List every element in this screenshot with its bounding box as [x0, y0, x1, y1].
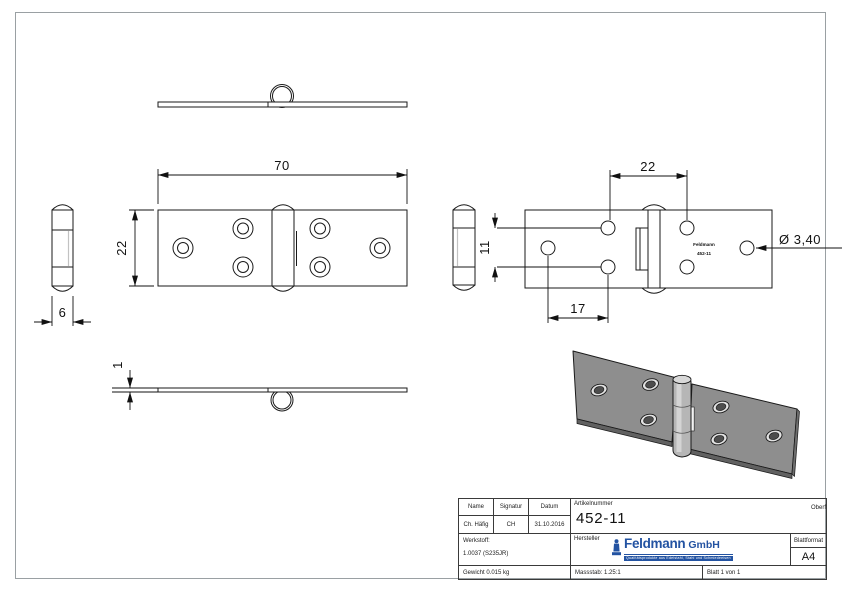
- article-cell: Artikelnummer 452-11 Oberfläche: Galvani…: [571, 499, 826, 534]
- stamp-brand: Feldmann: [693, 242, 715, 247]
- back-view: [524, 204, 773, 294]
- dim-label-17: 17: [570, 301, 585, 316]
- dim-hole-span-11: 11: [477, 213, 601, 282]
- article-number: 452-11: [576, 510, 627, 527]
- sheet-format-value: A4: [791, 548, 826, 566]
- name-value: Ch. Häfig: [459, 516, 494, 534]
- date-value: 31.10.2016: [529, 516, 571, 534]
- title-block: Name Signatur Datum Artikelnummer 452-11…: [458, 498, 827, 580]
- date-label: Datum: [529, 499, 571, 516]
- stamp-article: 452-11: [697, 251, 711, 256]
- dim-label-11: 11: [477, 240, 492, 255]
- surface-finish: Oberfläche: Galvanisch verzinkt: [811, 505, 826, 511]
- logo-suffix-text: GmbH: [688, 539, 720, 551]
- scale-value: Massstab: 1.25:1: [571, 566, 703, 579]
- sheet-border: [15, 12, 826, 579]
- back-view-holes: Feldmann 452-11: [540, 220, 755, 275]
- side-view-front: [51, 204, 74, 292]
- dim-label-1: 1: [110, 361, 125, 369]
- dim-thickness-1: 1: [110, 361, 158, 410]
- dim-side-width-6: 6: [34, 296, 91, 326]
- signature-label: Signatur: [494, 499, 529, 516]
- material-cell: Werkstoff: 1.0037 (S235JR): [459, 534, 571, 566]
- dim-width-70: 70: [157, 158, 408, 204]
- side-view-back: [452, 204, 476, 291]
- front-view: [157, 204, 408, 292]
- dim-label-22-top: 22: [640, 159, 655, 174]
- manufacturer-label: Hersteller: [574, 536, 600, 542]
- isometric-view: [572, 350, 800, 479]
- feldmann-logo-emblem-icon: [612, 539, 621, 556]
- weight-value: Gewicht 0.015 kg: [459, 566, 571, 579]
- top-view: [157, 84, 408, 108]
- dim-label-diameter: Ø 3,40: [779, 232, 821, 247]
- dim-height-22: 22: [114, 209, 154, 287]
- dim-hole-span-17: 17: [547, 256, 609, 323]
- logo-tagline: Qualitätsprodukte aus Edelstahl, Stahl u…: [624, 556, 733, 561]
- signature-value: CH: [494, 516, 529, 534]
- dim-hole-diameter: Ø 3,40: [755, 232, 842, 251]
- dim-label-70: 70: [274, 158, 289, 173]
- dim-label-22: 22: [114, 240, 129, 255]
- bottom-view: [157, 387, 408, 412]
- logo-brand-text: Feldmann: [624, 536, 686, 551]
- sheet-format-label: Blattformat: [791, 534, 826, 548]
- dim-hole-span-22: 22: [609, 159, 688, 220]
- article-label: Artikelnummer: [574, 501, 613, 507]
- dim-label-6: 6: [59, 305, 67, 320]
- material-value: 1.0037 (S235JR): [463, 551, 509, 557]
- isometric-holes: [590, 378, 783, 446]
- name-label: Name: [459, 499, 494, 516]
- material-label: Werkstoff:: [463, 538, 490, 544]
- surface-label: Oberfläche:: [811, 505, 826, 511]
- sheet-number-value: Blatt 1 von 1: [707, 569, 741, 576]
